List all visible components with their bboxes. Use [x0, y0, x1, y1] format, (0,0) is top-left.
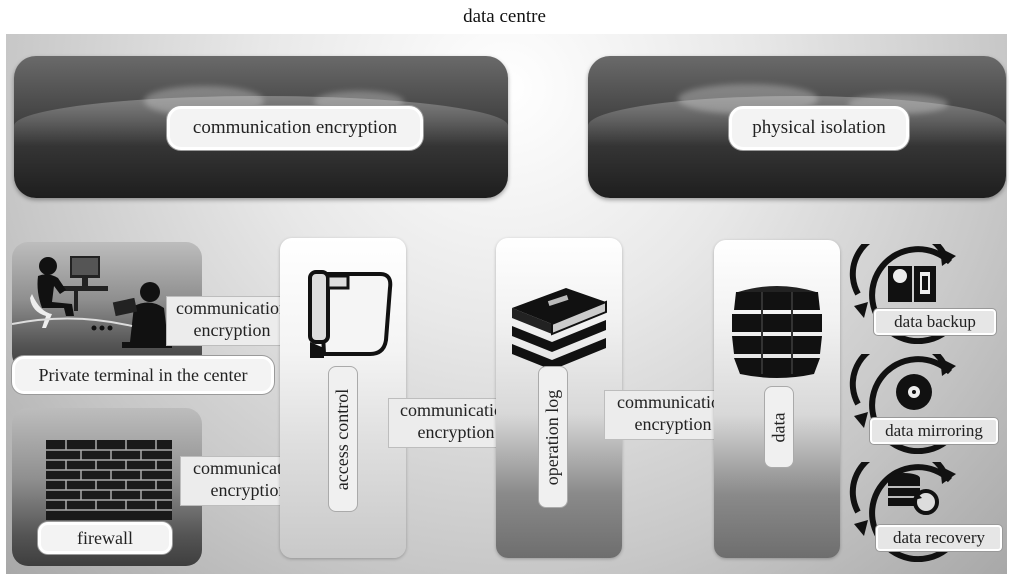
- people-at-computers-icon: [12, 256, 172, 348]
- key-document-icon: [308, 270, 393, 358]
- data-label: data: [764, 386, 794, 468]
- operation-log-label: operation log: [538, 366, 568, 508]
- books-icon: [512, 288, 607, 370]
- data-backup-label: data backup: [874, 309, 996, 335]
- backup-icon: [849, 244, 961, 344]
- access-control-label: access control: [328, 366, 358, 512]
- access-control-text: access control: [332, 388, 353, 490]
- firewall-label: firewall: [38, 522, 172, 554]
- brick-wall-icon: [46, 440, 172, 520]
- database-stack-icon: [732, 286, 822, 378]
- physical-isolation-label: physical isolation: [729, 106, 909, 150]
- private-terminal-label: Private terminal in the center: [12, 356, 274, 394]
- data-text: data: [768, 412, 789, 442]
- communication-encryption-top-label: communication encryption: [167, 106, 423, 150]
- database-restore-icon: [849, 462, 961, 562]
- data-mirroring-label: data mirroring: [870, 418, 998, 444]
- disc-icon: [849, 354, 961, 454]
- operation-log-text: operation log: [542, 389, 563, 485]
- data-recovery-label: data recovery: [876, 525, 1002, 551]
- diagram-title: data centre: [463, 6, 546, 27]
- communication-encryption-label-1: communication encryption: [166, 296, 298, 346]
